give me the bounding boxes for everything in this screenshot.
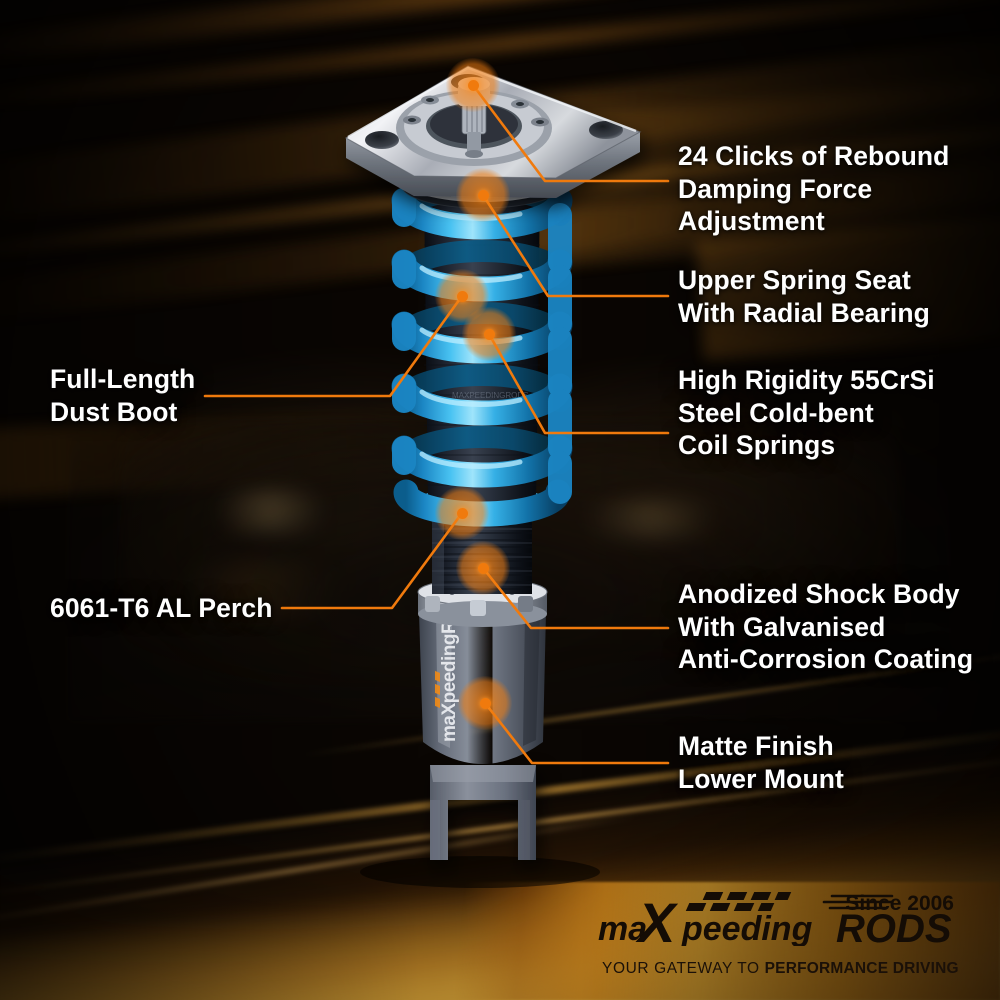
- callout-label-coil-springs: High Rigidity 55CrSi Steel Cold-bent Coi…: [678, 365, 935, 460]
- logo-text-rods: RODS: [836, 907, 952, 946]
- hotspot-core: [477, 189, 489, 201]
- logo-since-text: Since 2006: [845, 892, 954, 915]
- hotspot-core: [456, 507, 468, 519]
- brand-tagline: YOUR GATEWAY TO PERFORMANCE DRIVING: [602, 960, 962, 978]
- callout-label-dust-boot: Full-Length Dust Boot: [50, 364, 196, 427]
- callout-label-anodized-shock-body: Anodized Shock Body With Galvanised Anti…: [678, 579, 974, 674]
- tagline-bold-part: PERFORMANCE DRIVING: [764, 960, 959, 977]
- logo-checkered-flag: [685, 892, 792, 911]
- hotspot-core: [483, 328, 495, 340]
- callout-label-rebound-damping: 24 Clicks of Rebound Damping Force Adjus…: [678, 141, 950, 236]
- lower-fork-mount: [430, 765, 536, 860]
- callout-label-al-perch: 6061-T6 AL Perch: [50, 593, 273, 623]
- brand-logo: Since 2006 ma X peeding RODS YOUR GA: [596, 888, 959, 978]
- tagline-light-part: YOUR GATEWAY TO: [602, 960, 765, 977]
- hotspot-core: [477, 562, 489, 574]
- callout-label-matte-lower-mount: Matte Finish Lower Mount: [678, 731, 844, 794]
- callout-label-upper-spring-seat: Upper Spring Seat With Radial Bearing: [678, 265, 930, 328]
- logo-text-peeding: peeding: [681, 910, 813, 946]
- brand-logo-wordmark: Since 2006 ma X peeding RODS: [598, 891, 954, 954]
- logo-text-x: X: [635, 891, 679, 946]
- product-ground-shadow: [360, 856, 600, 888]
- hotspot-core: [467, 79, 479, 91]
- hotspot-core: [479, 697, 491, 709]
- logo-text-ma: ma: [598, 910, 647, 946]
- logo-speed-lines: [822, 894, 894, 910]
- hotspot-core: [456, 290, 468, 302]
